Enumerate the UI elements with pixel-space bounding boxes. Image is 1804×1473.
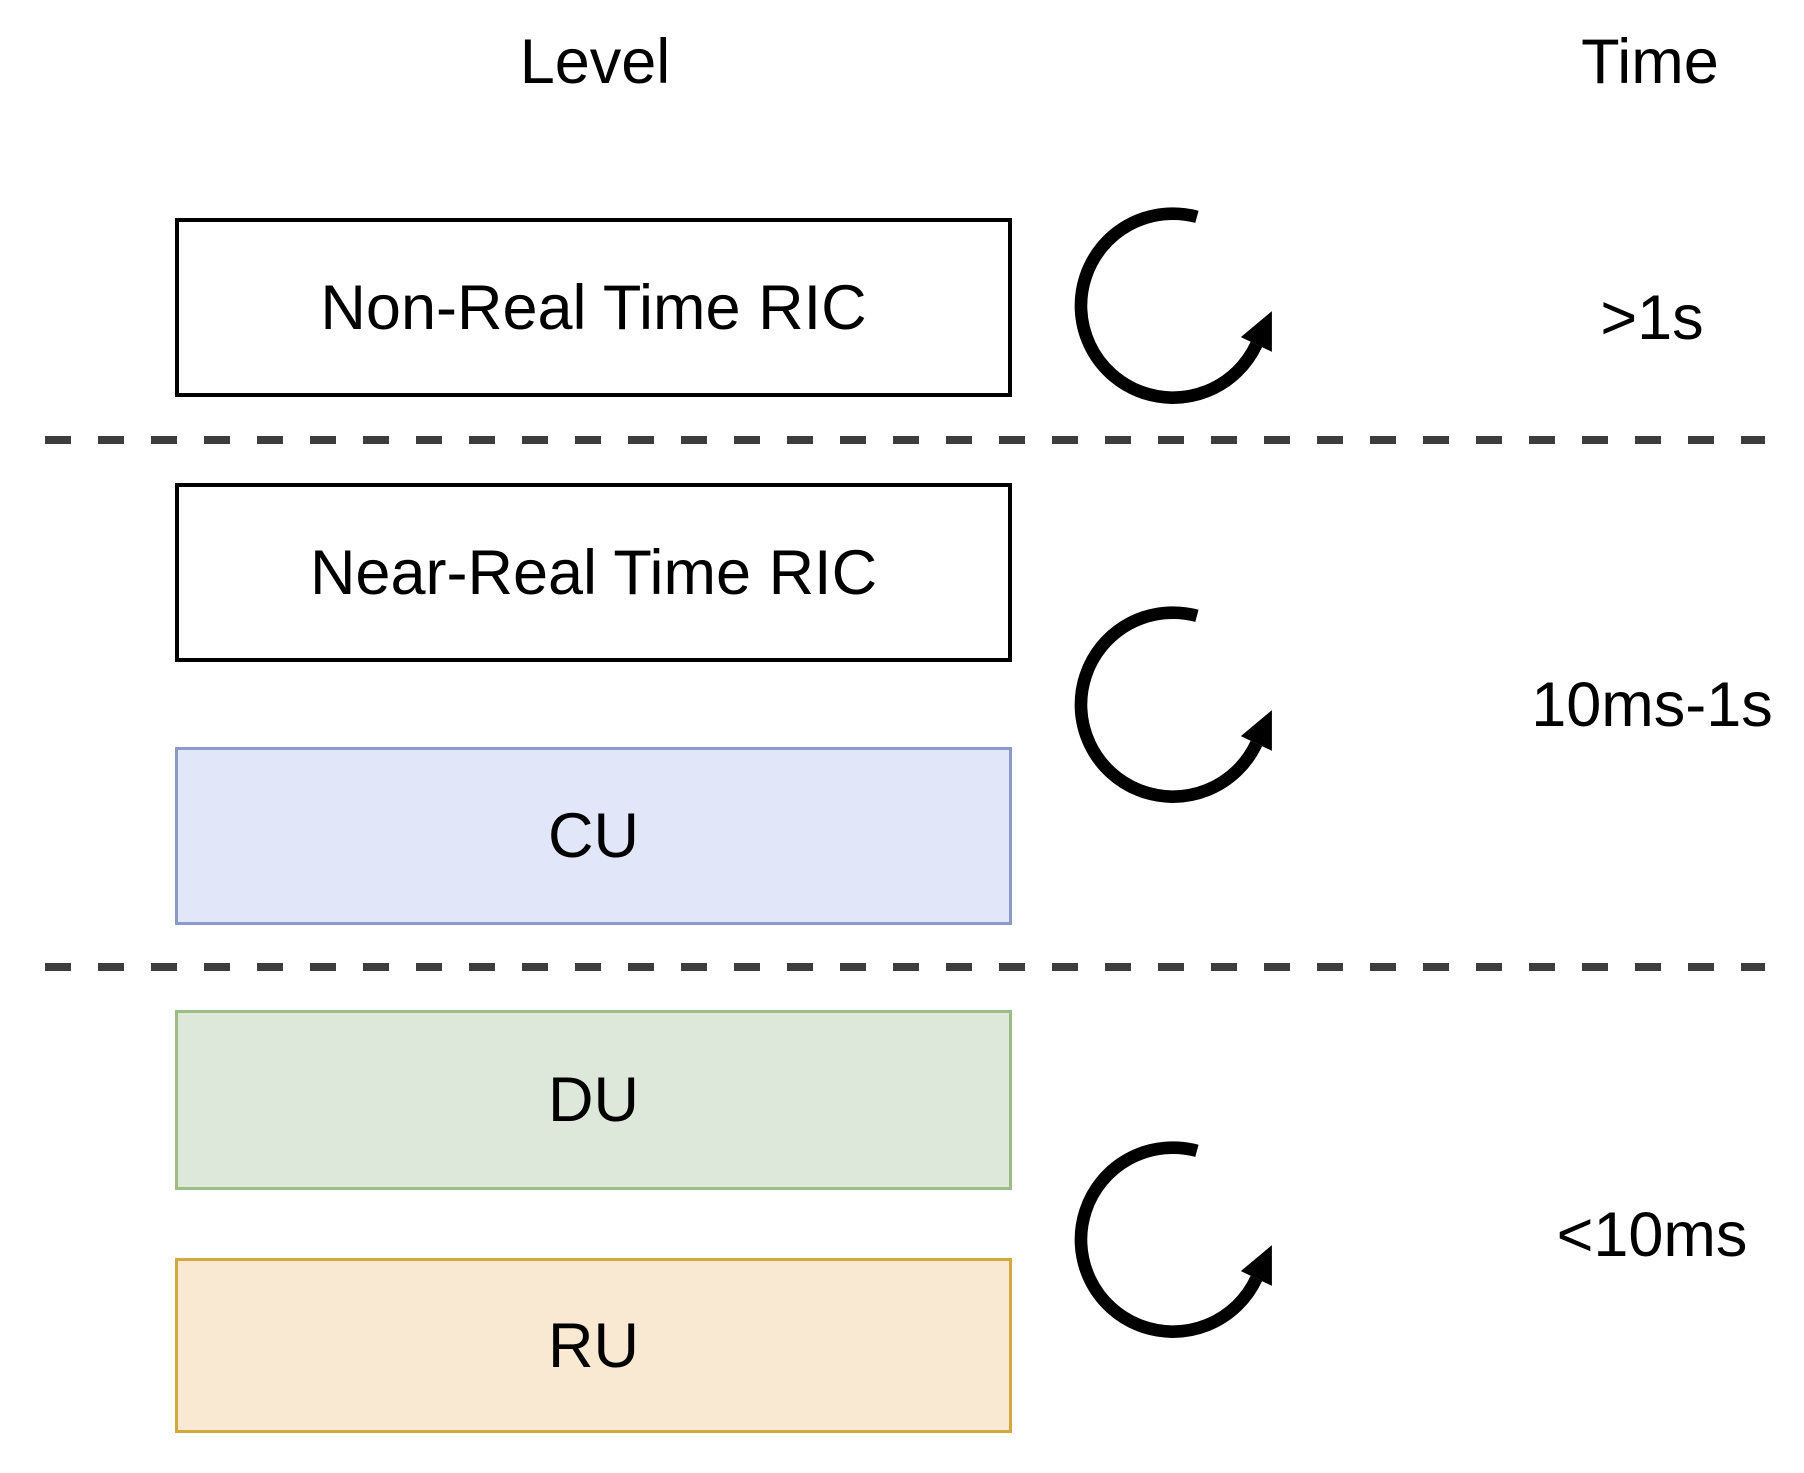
- near-real-time-ric-box: Near-Real Time RIC: [175, 483, 1012, 662]
- dashed-divider-top: [45, 436, 1765, 444]
- near-real-time-ric-label: Near-Real Time RIC: [309, 537, 878, 608]
- time-column-header: Time: [1581, 27, 1719, 97]
- circular-arrow-icon: [1074, 1141, 1272, 1338]
- circular-arrow-icon: [1074, 606, 1272, 803]
- ru-label: RU: [548, 1310, 639, 1381]
- non-real-time-ric-label: Non-Real Time RIC: [320, 272, 867, 343]
- du-label: DU: [548, 1065, 639, 1135]
- non-real-time-ric-box: Non-Real Time RIC: [175, 218, 1012, 397]
- circular-arrow-icon: [1074, 207, 1272, 404]
- du-box: DU: [175, 1010, 1012, 1190]
- cu-label: CU: [548, 801, 639, 871]
- time-label-real-time: <10ms: [1556, 1200, 1748, 1270]
- level-column-header: Level: [519, 27, 671, 97]
- time-label-non-rt: >1s: [1600, 283, 1704, 353]
- time-label-near-rt: 10ms-1s: [1531, 670, 1773, 740]
- dashed-divider-bottom: [45, 963, 1765, 971]
- cu-box: CU: [175, 747, 1012, 925]
- ru-box: RU: [175, 1258, 1012, 1433]
